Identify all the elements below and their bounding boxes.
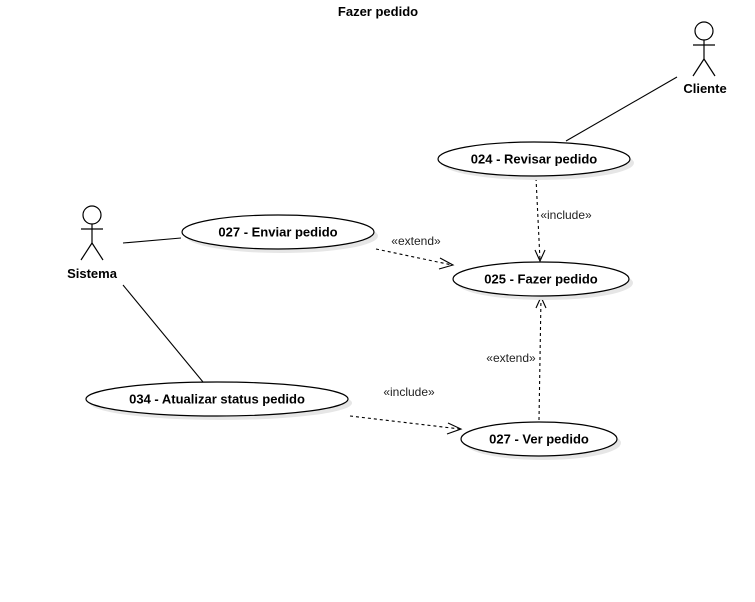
dependency-ver-extend-fazer: [535, 295, 547, 421]
use-case-label: 034 - Atualizar status pedido: [129, 392, 305, 407]
dependency-enviar-extend-fazer: [375, 248, 455, 270]
use-case-ver-pedido[interactable]: 027 - Ver pedido: [460, 421, 621, 460]
use-case-label: 024 - Revisar pedido: [471, 152, 597, 167]
use-case-atualizar-status-pedido[interactable]: 034 - Atualizar status pedido: [85, 381, 352, 420]
association-cliente-revisar: [565, 76, 678, 142]
actor-label: Sistema: [67, 266, 118, 281]
actor-sistema[interactable]: Sistema: [67, 205, 118, 281]
use-case-revisar-pedido[interactable]: 024 - Revisar pedido: [437, 141, 634, 180]
use-case-label: 027 - Enviar pedido: [218, 225, 337, 240]
association-sistema-atualizar: [122, 284, 204, 383]
use-case-label: 027 - Ver pedido: [489, 432, 589, 447]
use-case-enviar-pedido[interactable]: 027 - Enviar pedido: [181, 214, 378, 253]
extend-label-ver: «extend»: [486, 351, 536, 365]
diagram-title: Fazer pedido: [338, 4, 418, 19]
extend-label-enviar: «extend»: [391, 234, 441, 248]
dependency-revisar-include-fazer: [534, 177, 546, 263]
association-sistema-enviar: [122, 237, 182, 244]
actor-cliente[interactable]: Cliente: [683, 21, 727, 96]
actor-label: Cliente: [683, 81, 726, 96]
include-label-atualizar: «include»: [383, 385, 435, 399]
dependency-atualizar-include-ver: [349, 415, 463, 435]
include-label-revisar: «include»: [540, 208, 592, 222]
stick-figure-icon: [692, 21, 716, 77]
use-case-fazer-pedido[interactable]: 025 - Fazer pedido: [452, 261, 633, 300]
stick-figure-icon: [80, 205, 104, 261]
use-case-label: 025 - Fazer pedido: [484, 272, 597, 287]
